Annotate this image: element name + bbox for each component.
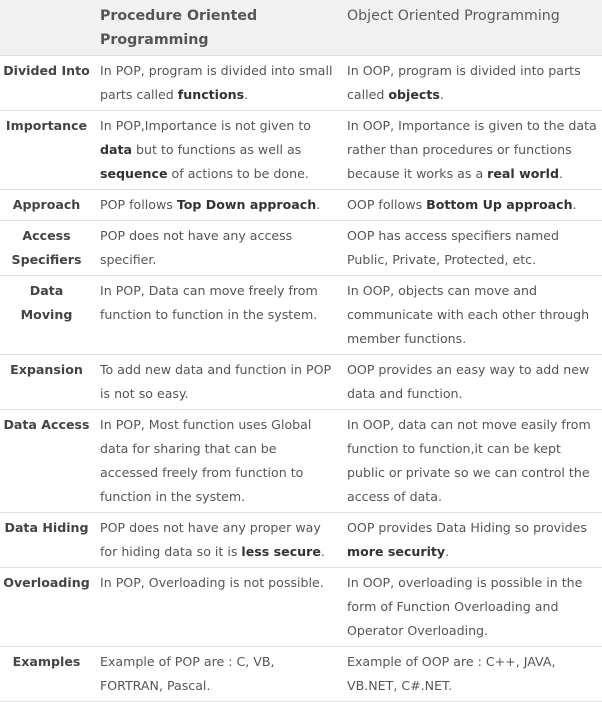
table-row: Expansion To add new data and function in… xyxy=(0,354,602,410)
cell-text: Example of POP are : C, VB, FORTRAN, Pas… xyxy=(100,654,275,693)
pop-cell: To add new data and function in POP is n… xyxy=(93,355,340,410)
oop-cell: OOP has access specifiers named Public, … xyxy=(340,221,602,276)
cell-text: In POP, program is divided into small pa… xyxy=(100,63,333,102)
row-label: Approach xyxy=(12,197,81,212)
bold-text: real world xyxy=(487,166,559,181)
oop-cell: In OOP, data can not move easily from fu… xyxy=(340,410,602,513)
bold-text: functions xyxy=(177,87,245,102)
cell-text: In POP,Importance is not given to xyxy=(100,118,311,133)
oop-cell: In OOP, program is divided into parts ca… xyxy=(340,56,602,111)
row-label: Importance xyxy=(5,118,88,133)
row-label: Data Moving xyxy=(20,283,73,322)
cell-text: In OOP, objects can move and communicate… xyxy=(347,283,590,346)
cell-text: . xyxy=(320,544,325,559)
table-row: Importance In POP,Importance is not given… xyxy=(0,110,602,190)
oop-cell: Example of OOP are : C++, JAVA, VB.NET, … xyxy=(340,647,602,702)
cell-text: POP does not have any proper way for hid… xyxy=(100,520,321,559)
cell-text: Example of OOP are : C++, JAVA, VB.NET, … xyxy=(347,654,556,693)
cell-text: . xyxy=(572,197,577,212)
row-label: Expansion xyxy=(10,362,83,377)
cell-text: In POP, Data can move freely from functi… xyxy=(100,283,318,322)
bold-text: objects xyxy=(388,87,440,102)
cell-text: In POP, Overloading is not possible. xyxy=(100,575,324,590)
table-row: Data Hiding POP does not have any proper … xyxy=(0,512,602,568)
cell-text: In OOP, overloading is possible in the f… xyxy=(347,575,583,638)
oop-cell: In OOP, objects can move and communicate… xyxy=(340,276,602,355)
oop-cell: OOP follows Bottom Up approach. xyxy=(340,190,602,221)
pop-cell: In POP, Data can move freely from functi… xyxy=(93,276,340,355)
cell-text: . xyxy=(445,544,450,559)
table-row: Data Moving In POP, Data can move freely … xyxy=(0,275,602,355)
cell-text: In POP, Most function uses Global data f… xyxy=(100,417,312,504)
pop-cell: In POP, program is divided into small pa… xyxy=(93,56,340,111)
row-label: Data Access xyxy=(3,417,90,432)
cell-text: but to functions as well as xyxy=(132,142,302,157)
bold-text: more security xyxy=(347,544,446,559)
oop-cell: OOP provides an easy way to add new data… xyxy=(340,355,602,410)
pop-cell: In POP,Importance is not given to data b… xyxy=(93,111,340,190)
pop-cell: In POP, Overloading is not possible. xyxy=(93,568,340,647)
cell-text: In OOP, data can not move easily from fu… xyxy=(347,417,591,504)
table-row: Access Specifiers POP does not have any a… xyxy=(0,220,602,276)
cell-text: OOP follows xyxy=(347,197,427,212)
pop-cell: Example of POP are : C, VB, FORTRAN, Pas… xyxy=(93,647,340,702)
row-label: Data Hiding xyxy=(4,520,89,535)
table-row: Examples Example of POP are : C, VB, FORT… xyxy=(0,646,602,702)
bold-text: Bottom Up approach xyxy=(426,197,573,212)
bold-text: less secure xyxy=(241,544,321,559)
cell-text: In OOP, Importance is given to the data … xyxy=(347,118,597,181)
row-label: Overloading xyxy=(3,575,90,590)
cell-text: POP follows xyxy=(100,197,177,212)
header-pop: Procedure Oriented Programming xyxy=(93,0,340,56)
table-row: Overloading In POP, Overloading is not po… xyxy=(0,567,602,647)
cell-text: POP does not have any access specifier. xyxy=(100,228,293,267)
cell-text: OOP has access specifiers named Public, … xyxy=(347,228,559,267)
header-empty-cell xyxy=(0,0,93,56)
pop-cell: In POP, Most function uses Global data f… xyxy=(93,410,340,513)
table-body: Divided Into In POP, program is divided i… xyxy=(0,55,602,702)
cell-text: . xyxy=(244,87,249,102)
bold-text: data xyxy=(100,142,133,157)
cell-text: . xyxy=(558,166,563,181)
header-oop: Object Oriented Programming xyxy=(340,0,602,56)
pop-cell: POP does not have any proper way for hid… xyxy=(93,513,340,568)
oop-cell: In OOP, overloading is possible in the f… xyxy=(340,568,602,647)
row-label: Divided Into xyxy=(3,63,90,78)
bold-text: Top Down approach xyxy=(176,197,317,212)
pop-cell: POP does not have any access specifier. xyxy=(93,221,340,276)
pop-cell: POP follows Top Down approach. xyxy=(93,190,340,221)
row-label: Access Specifiers xyxy=(11,228,82,267)
table-row: Divided Into In POP, program is divided i… xyxy=(0,55,602,111)
cell-text: . xyxy=(316,197,321,212)
row-label: Examples xyxy=(12,654,81,669)
cell-text: To add new data and function in POP is n… xyxy=(100,362,332,401)
cell-text: of actions to be done. xyxy=(167,166,309,181)
oop-cell: In OOP, Importance is given to the data … xyxy=(340,111,602,190)
oop-cell: OOP provides Data Hiding so provides mor… xyxy=(340,513,602,568)
cell-text: In OOP, program is divided into parts ca… xyxy=(347,63,581,102)
cell-text: OOP provides an easy way to add new data… xyxy=(347,362,590,401)
cell-text: . xyxy=(439,87,444,102)
table-header-row: Procedure Oriented Programming Object Or… xyxy=(0,0,602,56)
cell-text: OOP provides Data Hiding so provides xyxy=(347,520,587,535)
table-row: Data Access In POP, Most function uses Gl… xyxy=(0,409,602,513)
bold-text: sequence xyxy=(100,166,168,181)
